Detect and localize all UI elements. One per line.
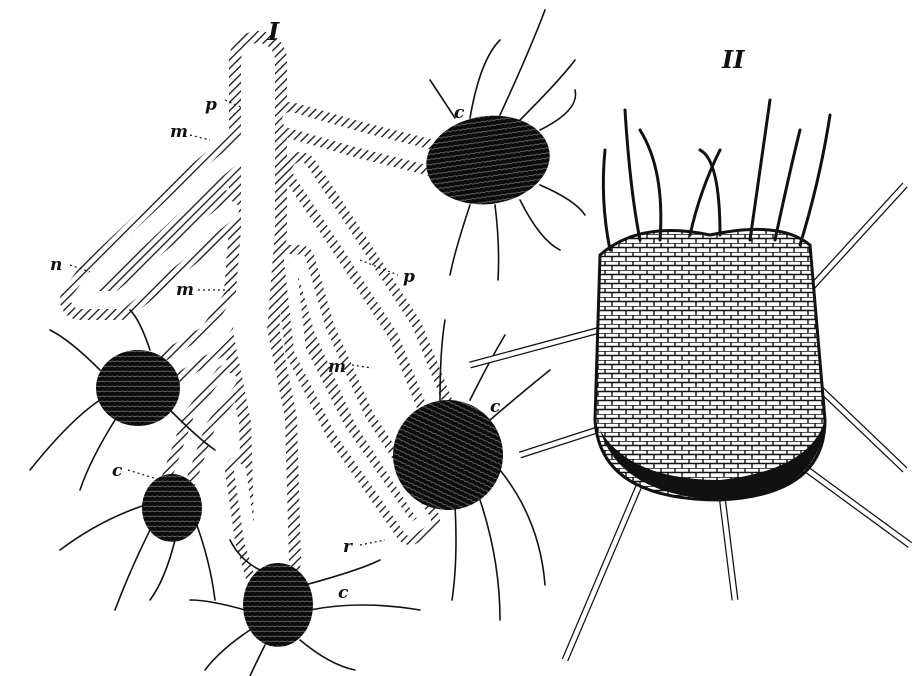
label-p-right: p (403, 267, 415, 287)
label-c-right: c (490, 397, 501, 417)
label-p-top: p (205, 95, 217, 115)
nodule-lower-left (142, 474, 202, 542)
label-c-left: c (112, 461, 123, 481)
label-r: r (343, 537, 353, 557)
label-c-bottom: c (338, 583, 349, 603)
label-c-top: c (454, 103, 465, 123)
label-m-mid: m (176, 280, 194, 300)
nodule-bottom (243, 563, 313, 647)
label-m-inner: m (328, 357, 346, 377)
label-m-top: m (170, 122, 188, 142)
nodule-left (96, 350, 180, 426)
nodule-body (595, 229, 825, 500)
label-n: n (50, 255, 62, 275)
panel-label-i: I (267, 17, 280, 46)
panel-label-ii: II (721, 45, 745, 74)
root-hairs-top (603, 100, 830, 250)
nodule-top-right (420, 108, 555, 212)
panel-i-root-system (30, 10, 585, 676)
